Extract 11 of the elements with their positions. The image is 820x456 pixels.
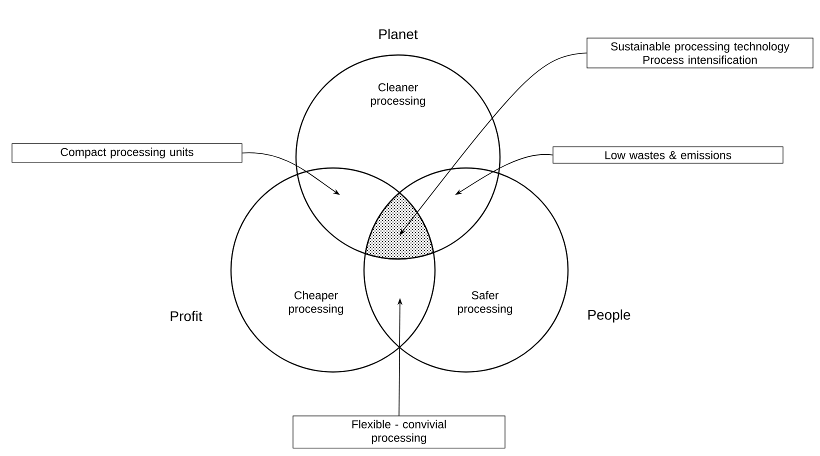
text-box: Sustainable processing technology Process intensification: [586, 38, 814, 68]
circle-label: Cheaper processing: [288, 290, 344, 316]
text-box: Flexible - convivial processing: [292, 416, 506, 448]
text-box: Compact processing units: [12, 143, 242, 163]
text-box: Low wastes & emissions: [552, 146, 784, 164]
shaded-region: [364, 192, 434, 260]
set-label: Planet: [379, 28, 418, 40]
circle-label: Cleaner processing: [370, 82, 426, 108]
set-label: Profit: [170, 310, 202, 322]
circle-label: Safer processing: [458, 290, 512, 316]
set-label: People: [588, 309, 630, 323]
